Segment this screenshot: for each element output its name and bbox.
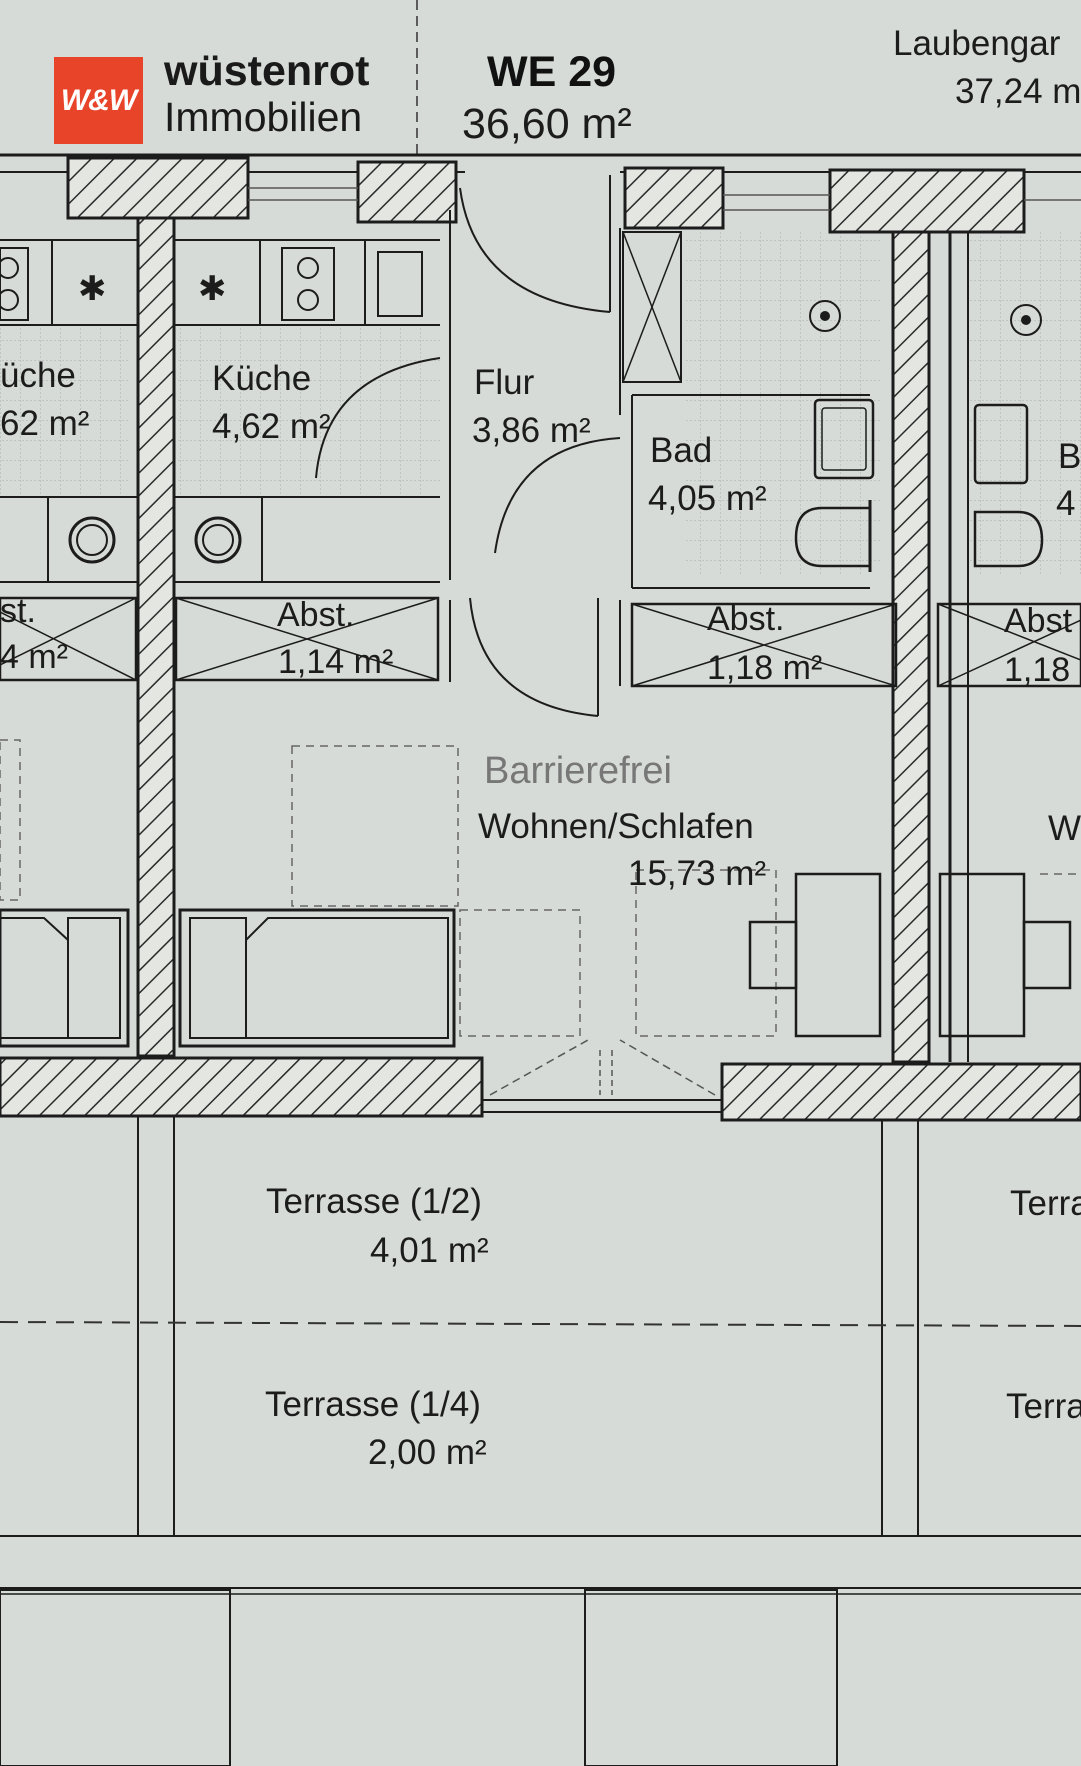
storage-left-name: st. <box>0 592 36 630</box>
terrace-right-1-name: Terra <box>1010 1184 1081 1223</box>
bad-right-name: B <box>1058 437 1081 476</box>
sink-bath-right-icon <box>973 403 1029 485</box>
installation-shaft <box>622 231 682 383</box>
bath-right-tiles <box>970 230 1081 575</box>
entry-door-swing <box>459 187 611 313</box>
fridge-icon: ✱ <box>198 269 227 309</box>
wall-block-top-3 <box>623 166 725 230</box>
stove-left-burner-1 <box>0 257 19 279</box>
kitchen-door-swing <box>315 357 441 479</box>
terrace-half-name: Terrasse (1/2) <box>266 1182 482 1221</box>
storage-kitchen-name: Abst. <box>277 596 354 634</box>
planter-left <box>0 1589 231 1766</box>
shower-drain-right-icon <box>1010 304 1042 336</box>
terrace-split-line <box>0 1321 1081 1327</box>
storage-bath <box>630 602 898 688</box>
table-icon <box>748 872 882 1038</box>
wall-bottom-right <box>720 1062 1081 1122</box>
unit-id: WE 29 <box>487 48 616 96</box>
bath-tiles <box>685 230 880 575</box>
kitchen-left-area: 62 m² <box>0 404 89 443</box>
flur-name: Flur <box>474 363 535 402</box>
storage-right-area: 1,18 <box>1004 651 1070 689</box>
fridge-left-icon: ✱ <box>78 269 107 309</box>
wall-vertical-right <box>891 230 931 1064</box>
storage-right-name: Abst <box>1004 602 1073 640</box>
wheelchair-zone-1 <box>291 745 459 907</box>
kitchen-area: 4,62 m² <box>212 407 331 446</box>
sink-bath-icon <box>813 398 875 480</box>
bad-area: 4,05 m² <box>648 479 767 518</box>
sink-bath-basin <box>821 407 867 471</box>
terrace-quarter-area: 2,00 m² <box>368 1433 487 1472</box>
neighbor-area: 37,24 m <box>955 72 1081 111</box>
storage-kitchen-area: 1,14 m² <box>278 643 393 681</box>
washing-machine-icon <box>194 516 242 564</box>
stove-left-burner-2 <box>0 289 19 311</box>
storage-left-area: 4 m² <box>0 638 68 676</box>
stove-burner-1 <box>297 257 319 279</box>
storage-kitchen <box>174 596 440 682</box>
neighbor-name: Laubengar <box>893 24 1061 63</box>
shower-drain-center <box>820 311 830 321</box>
kitchen-left-name: üche <box>0 356 76 395</box>
living-name: Wohnen/Schlafen <box>478 807 754 846</box>
shower-drain-icon <box>809 300 841 332</box>
storage-bath-name: Abst. <box>707 600 784 638</box>
planter-right <box>584 1589 838 1766</box>
washing-machine-left-icon <box>68 516 116 564</box>
wall-bottom-left <box>0 1056 484 1118</box>
storage-bath-area: 1,18 m² <box>707 649 822 687</box>
wall-block-top-2 <box>356 160 458 224</box>
flur-area: 3,86 m² <box>472 411 591 450</box>
toilet-right-icon <box>973 510 1044 568</box>
stove-icon <box>281 247 335 321</box>
table-right-icon <box>938 872 1072 1038</box>
unit-area: 36,60 m² <box>462 100 632 148</box>
bad-right-area: 4 <box>1056 484 1075 523</box>
living-area: 15,73 m² <box>628 854 766 893</box>
kitchen-name: Küche <box>212 359 311 398</box>
terrace-half-area: 4,01 m² <box>370 1231 489 1270</box>
wheelchair-zone-3 <box>635 869 777 1037</box>
kitchen-left-tiles <box>0 325 130 497</box>
bed-icon <box>178 908 456 1048</box>
bath-door-swing <box>494 437 621 554</box>
brand-title: wüstenrot <box>164 47 370 95</box>
terrace-door-right <box>619 1039 716 1096</box>
wall-vertical-left <box>136 216 176 1058</box>
wheelchair-zone-2 <box>459 909 581 1037</box>
shower-drain-right-center <box>1021 315 1031 325</box>
stove-burner-2 <box>297 289 319 311</box>
bed-left-icon <box>0 908 130 1048</box>
wheelchair-zone-left <box>0 739 21 901</box>
wall-block-top-1 <box>66 156 250 220</box>
terrace-door-left <box>489 1039 589 1096</box>
living-door-swing <box>469 597 599 717</box>
storage-right <box>936 602 1081 688</box>
bad-name: Bad <box>650 431 712 470</box>
brand-name: wüstenrot Immobilien <box>164 50 369 138</box>
toilet-icon <box>794 506 872 568</box>
washing-machine-drum <box>202 524 234 556</box>
washing-machine-left-drum <box>76 524 108 556</box>
brand-logo: W&W <box>54 57 143 144</box>
brand-subtitle: Immobilien <box>164 94 363 140</box>
wall-block-top-4 <box>828 168 1026 234</box>
kitchen-tiles <box>176 325 440 497</box>
storage-left <box>0 596 138 682</box>
living-right-name: W <box>1048 809 1081 848</box>
brand-logo-text: W&W <box>60 83 137 117</box>
stove-left-icon <box>0 247 29 321</box>
living-accessibility-note: Barrierefrei <box>484 750 672 792</box>
terrace-quarter-name: Terrasse (1/4) <box>265 1385 481 1424</box>
sink-icon <box>377 251 423 317</box>
terrace-right-2-name: Terra <box>1006 1387 1081 1426</box>
